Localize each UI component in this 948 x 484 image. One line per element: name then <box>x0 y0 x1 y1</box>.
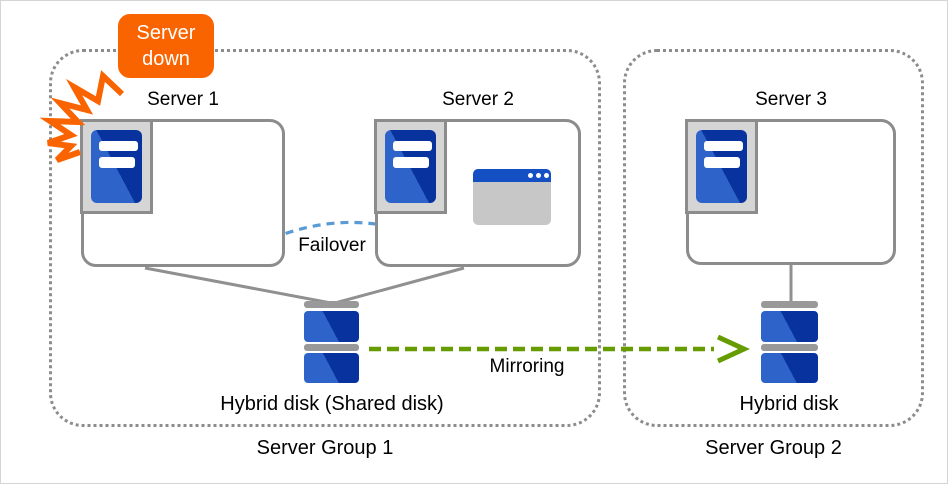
disk-cap <box>304 344 359 351</box>
disk-platter <box>304 311 359 342</box>
application-window-titlebar <box>473 169 551 182</box>
server-group-1-boundary <box>49 49 601 427</box>
application-window-icon <box>473 169 551 225</box>
window-dot-icon <box>544 173 549 178</box>
disk-platter <box>304 353 359 383</box>
server-slot-bar <box>393 141 432 151</box>
shared-hybrid-disk-icon <box>304 301 359 383</box>
server-tower-body <box>696 130 747 203</box>
server-slot-bar <box>704 141 743 151</box>
server3-tower-icon <box>685 119 758 214</box>
server-group-2-boundary <box>623 49 924 427</box>
window-dot-icon <box>528 173 533 178</box>
disk-cap <box>761 344 818 351</box>
server1-tower-icon <box>80 119 153 214</box>
server-tower-body <box>385 130 436 203</box>
server-slot-bar <box>99 157 135 168</box>
server-down-badge-label: Server down <box>136 22 196 70</box>
shared-hybrid-disk-label: Hybrid disk (Shared disk) <box>220 393 444 415</box>
server-group-1-label: Server Group 1 <box>256 437 394 459</box>
server-tower-body <box>91 130 142 203</box>
disk-cap <box>761 301 818 308</box>
server1-label: Server 1 <box>147 89 219 110</box>
hybrid-disk-icon <box>761 301 818 383</box>
server-slot-bar <box>704 157 740 168</box>
server-down-badge: Server down <box>118 14 214 78</box>
disk-cap <box>304 301 359 308</box>
server3-label: Server 3 <box>755 89 827 110</box>
hybrid-disk-label: Hybrid disk <box>739 393 839 415</box>
mirroring-label: Mirroring <box>489 356 565 377</box>
server-group-2-label: Server Group 2 <box>705 437 842 459</box>
disk-platter <box>761 353 818 383</box>
disk-platter <box>761 311 818 342</box>
server2-label: Server 2 <box>442 89 514 110</box>
server2-tower-icon <box>374 119 447 214</box>
window-dot-icon <box>536 173 541 178</box>
server-slot-bar <box>393 157 429 168</box>
server-slot-bar <box>99 141 138 151</box>
